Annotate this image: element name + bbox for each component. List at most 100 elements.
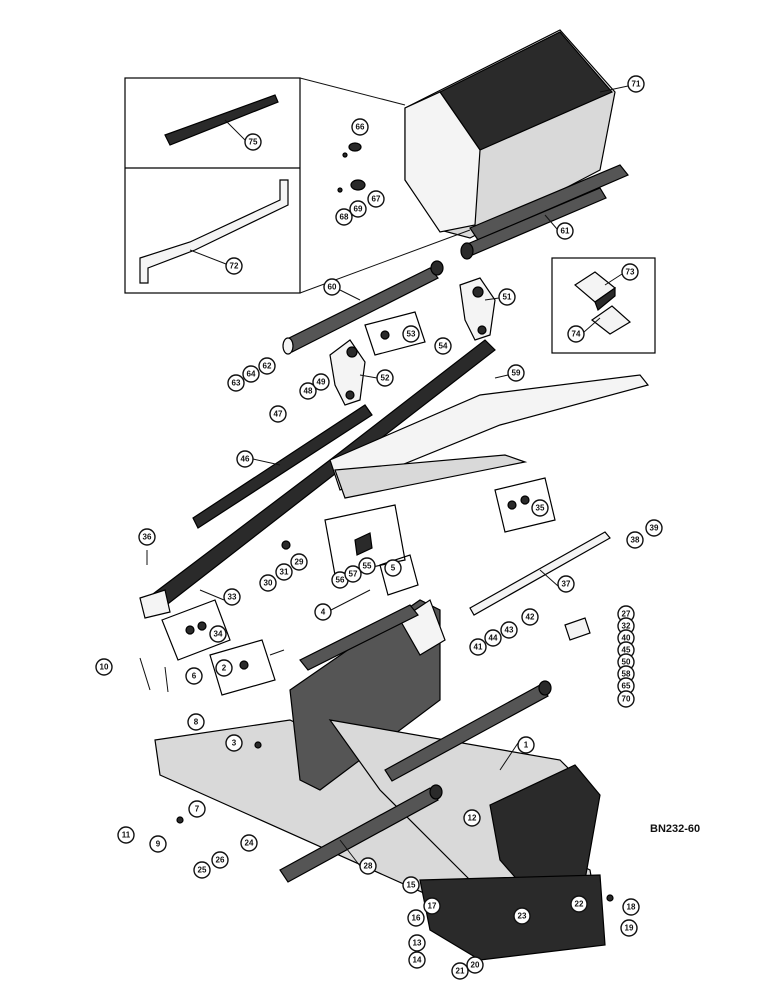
svg-text:64: 64 xyxy=(247,370,256,379)
callout-53: 53 xyxy=(402,325,420,343)
svg-text:62: 62 xyxy=(263,362,272,371)
lift-cylinder-60 xyxy=(282,260,444,355)
svg-text:19: 19 xyxy=(625,924,634,933)
svg-text:23: 23 xyxy=(518,912,527,921)
spacer-27 xyxy=(564,617,591,641)
svg-text:42: 42 xyxy=(526,613,535,622)
svg-text:8: 8 xyxy=(194,718,199,727)
callout-4: 4 xyxy=(314,603,332,621)
callout-43: 43 xyxy=(500,621,518,639)
svg-text:14: 14 xyxy=(413,956,422,965)
svg-text:35: 35 xyxy=(536,504,545,513)
hardware-box-53 xyxy=(364,311,426,356)
svg-text:28: 28 xyxy=(364,862,373,871)
callout-47: 47 xyxy=(269,405,287,423)
leader-lines xyxy=(189,85,629,867)
hardware-box-2 xyxy=(209,639,276,696)
svg-text:41: 41 xyxy=(474,643,483,652)
bucket-detail-box xyxy=(124,77,471,294)
callout-20: 20 xyxy=(466,956,484,974)
callout-59: 59 xyxy=(507,364,525,382)
svg-text:27: 27 xyxy=(622,610,631,619)
bucket-pins xyxy=(337,142,366,193)
lower-cylinder-28 xyxy=(279,784,443,883)
callout-54: 54 xyxy=(434,337,452,355)
svg-text:47: 47 xyxy=(274,410,283,419)
svg-text:36: 36 xyxy=(143,533,152,542)
svg-text:60: 60 xyxy=(328,283,337,292)
callout-55: 55 xyxy=(358,557,376,575)
callout-6: 6 xyxy=(185,667,203,685)
svg-text:15: 15 xyxy=(407,881,416,890)
callout-71: 71 xyxy=(627,75,645,93)
bucket xyxy=(404,29,629,241)
svg-text:22: 22 xyxy=(575,900,584,909)
svg-text:65: 65 xyxy=(622,682,631,691)
svg-text:61: 61 xyxy=(561,227,570,236)
callout-5: 5 xyxy=(384,559,402,577)
svg-text:74: 74 xyxy=(572,330,581,339)
callout-14: 14 xyxy=(408,951,426,969)
svg-text:50: 50 xyxy=(622,658,631,667)
svg-text:75: 75 xyxy=(249,138,258,147)
rod-37 xyxy=(469,531,611,616)
callout-34: 34 xyxy=(209,625,227,643)
svg-text:10: 10 xyxy=(100,663,109,672)
loader-arms xyxy=(139,339,650,619)
callout-12: 12 xyxy=(463,809,481,827)
svg-text:40: 40 xyxy=(622,634,631,643)
cross-tube-46 xyxy=(192,404,373,529)
svg-text:7: 7 xyxy=(195,805,200,814)
svg-text:6: 6 xyxy=(192,672,197,681)
edge-bracket-part xyxy=(139,179,289,284)
svg-text:43: 43 xyxy=(505,626,514,635)
svg-text:54: 54 xyxy=(439,342,448,351)
hardware-box-34 xyxy=(161,599,231,661)
svg-text:20: 20 xyxy=(471,961,480,970)
callout-15: 15 xyxy=(402,876,420,894)
callout-36: 36 xyxy=(138,528,156,546)
svg-text:13: 13 xyxy=(413,939,422,948)
svg-text:2: 2 xyxy=(222,664,227,673)
hardware-box-56 xyxy=(324,504,406,576)
callout-60: 60 xyxy=(323,278,341,296)
hardware-box-5 xyxy=(379,554,419,596)
svg-text:58: 58 xyxy=(622,670,631,679)
svg-text:57: 57 xyxy=(349,570,358,579)
svg-text:56: 56 xyxy=(336,576,345,585)
callout-9: 9 xyxy=(149,835,167,853)
callout-68: 68 xyxy=(335,208,353,226)
callout-73: 73 xyxy=(621,263,639,281)
callout-7: 7 xyxy=(188,800,206,818)
callout-19: 19 xyxy=(620,919,638,937)
svg-text:37: 37 xyxy=(562,580,571,589)
callout-11: 11 xyxy=(117,826,135,844)
svg-text:9: 9 xyxy=(156,840,161,849)
callout-66: 66 xyxy=(351,118,369,136)
svg-text:45: 45 xyxy=(622,646,631,655)
callout-2: 2 xyxy=(215,659,233,677)
callout-75: 75 xyxy=(244,133,262,151)
callout-44: 44 xyxy=(484,629,502,647)
callout-17: 17 xyxy=(423,897,441,915)
callout-49: 49 xyxy=(312,373,330,391)
hardware-box-35 xyxy=(494,477,556,533)
svg-text:3: 3 xyxy=(232,739,237,748)
svg-text:26: 26 xyxy=(216,856,225,865)
callout-37: 37 xyxy=(557,575,575,593)
svg-text:34: 34 xyxy=(214,630,223,639)
svg-text:66: 66 xyxy=(356,123,365,132)
svg-text:68: 68 xyxy=(340,213,349,222)
callout-layer: 1 2 3 4 5 6 7 8 9 10 11 12 13 14 15 16 1… xyxy=(95,75,663,980)
cutting-edge-part xyxy=(164,94,279,146)
link-51 xyxy=(459,277,496,341)
callout-39: 39 xyxy=(645,519,663,537)
callout-62: 62 xyxy=(258,357,276,375)
svg-text:31: 31 xyxy=(280,568,289,577)
callout-1: 1 xyxy=(517,736,535,754)
svg-text:49: 49 xyxy=(317,378,326,387)
callout-46: 46 xyxy=(236,450,254,468)
svg-text:25: 25 xyxy=(198,866,207,875)
callout-13: 13 xyxy=(408,934,426,952)
callout-52: 52 xyxy=(376,369,394,387)
